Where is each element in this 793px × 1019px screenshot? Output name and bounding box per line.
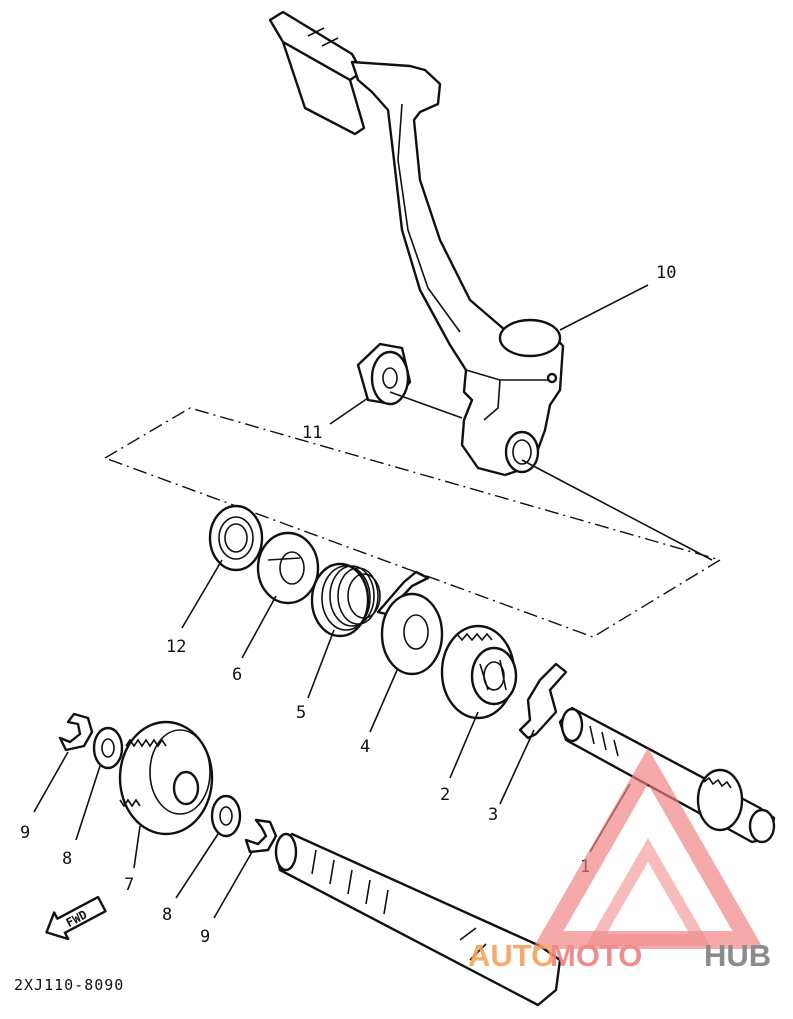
watermark-moto: MOTO bbox=[550, 938, 642, 973]
callout-7: 7 bbox=[124, 875, 134, 895]
watermark-hub: HUB bbox=[704, 938, 771, 973]
leader-lines bbox=[33, 284, 713, 919]
callout-11: 11 bbox=[302, 423, 322, 443]
kick-crank-arm bbox=[268, 10, 565, 477]
oil-seal bbox=[208, 504, 264, 572]
lower-shaft bbox=[274, 832, 562, 1007]
torsion-spring bbox=[310, 562, 430, 638]
fwd-arrow: FWD bbox=[45, 895, 107, 941]
callout-8-lower: 8 bbox=[162, 905, 172, 925]
washer-large bbox=[380, 592, 444, 676]
callout-9-upper: 9 bbox=[20, 823, 30, 843]
circlip-lower bbox=[244, 818, 278, 854]
callout-10: 10 bbox=[656, 263, 676, 283]
circlip-upper bbox=[58, 712, 94, 752]
washer-upper bbox=[92, 726, 124, 770]
washer-lower bbox=[210, 794, 242, 838]
callout-5: 5 bbox=[296, 703, 306, 723]
watermark-auto: AUTO bbox=[468, 938, 555, 973]
callout-3: 3 bbox=[488, 805, 498, 825]
callout-2: 2 bbox=[440, 785, 450, 805]
assembly-boundary bbox=[103, 407, 722, 638]
nut bbox=[356, 342, 412, 406]
kick-idle-gear bbox=[118, 720, 214, 836]
spring-guide bbox=[256, 531, 320, 605]
watermark-logo: AUTO MOTO HUB bbox=[468, 747, 771, 973]
callout-4: 4 bbox=[360, 737, 370, 757]
callout-12: 12 bbox=[166, 637, 186, 657]
callout-6: 6 bbox=[232, 665, 242, 685]
ratchet-gear bbox=[440, 624, 518, 720]
callout-9-lower: 9 bbox=[200, 927, 210, 947]
spring-clip bbox=[518, 662, 568, 740]
drawing-code: 2XJ110-8090 bbox=[14, 976, 124, 994]
kick-axle bbox=[558, 706, 776, 844]
callout-8-upper: 8 bbox=[62, 849, 72, 869]
